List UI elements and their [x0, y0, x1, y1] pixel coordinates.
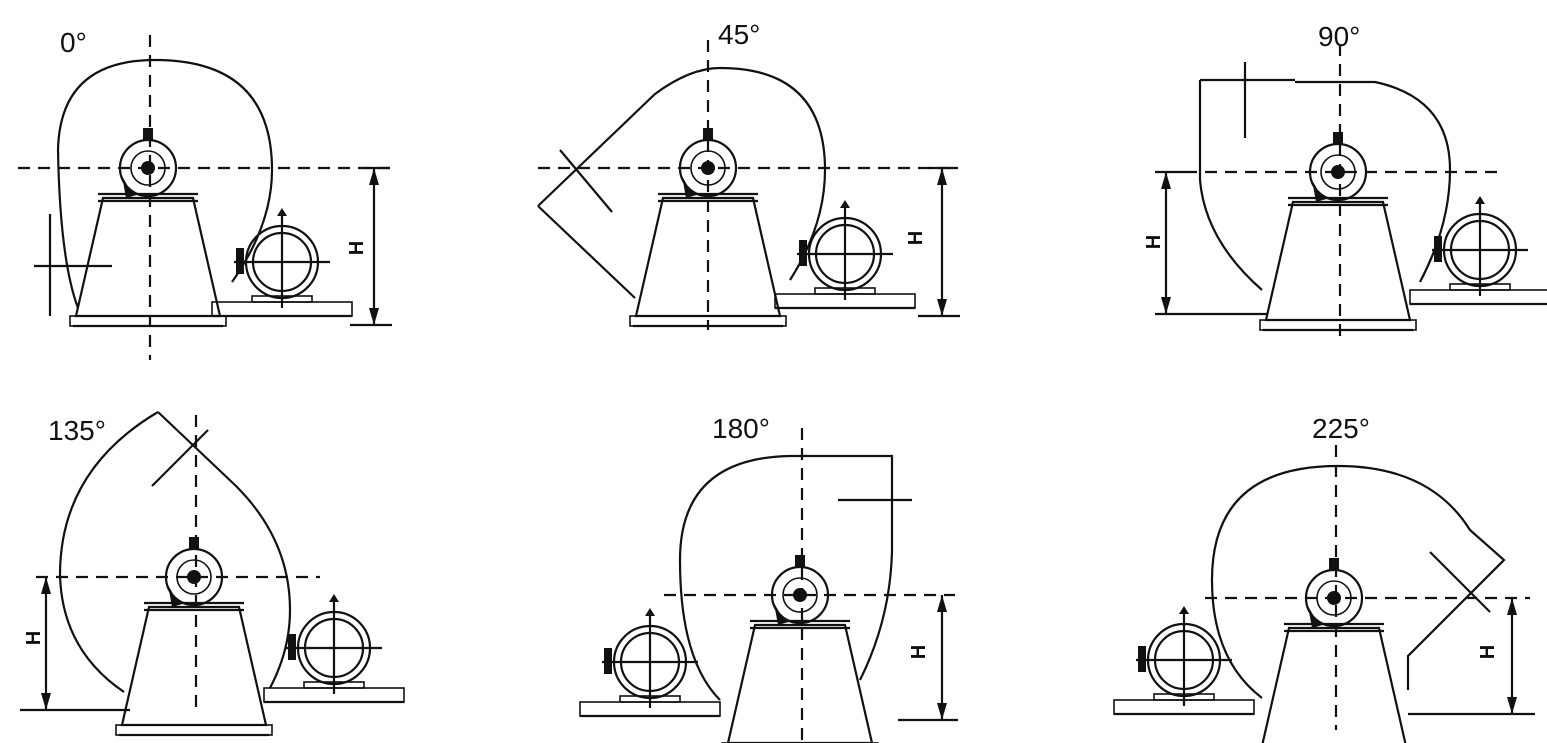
diagram-0deg: 0° H	[18, 27, 392, 360]
dim-label-45: H	[905, 231, 927, 245]
diagram-90deg: 90° H	[1143, 21, 1547, 340]
diagram-180deg: 180° H	[578, 413, 958, 743]
fan-casing	[58, 411, 292, 693]
fan-casing	[1198, 78, 1452, 291]
fan-casing	[678, 454, 894, 701]
diagram-135deg: 135° H	[20, 411, 406, 737]
angle-label-45: 45°	[718, 19, 760, 50]
dim-label-180: H	[908, 645, 930, 659]
fan-casing	[1210, 464, 1506, 699]
dim-label-225: H	[1477, 645, 1499, 659]
dim-label-0: H	[346, 241, 368, 255]
dim-label-90: H	[1143, 235, 1165, 249]
angle-label-0: 0°	[60, 27, 87, 58]
angle-label-135: 135°	[48, 415, 106, 446]
fan-casing	[56, 58, 274, 309]
dim-label-135: H	[23, 631, 45, 645]
angle-label-225: 225°	[1312, 413, 1370, 444]
diagram-225deg: 225° H	[1112, 413, 1535, 743]
angle-label-180: 180°	[712, 413, 770, 444]
fan-casing	[537, 66, 827, 281]
diagram-45deg: 45° H	[537, 19, 960, 330]
